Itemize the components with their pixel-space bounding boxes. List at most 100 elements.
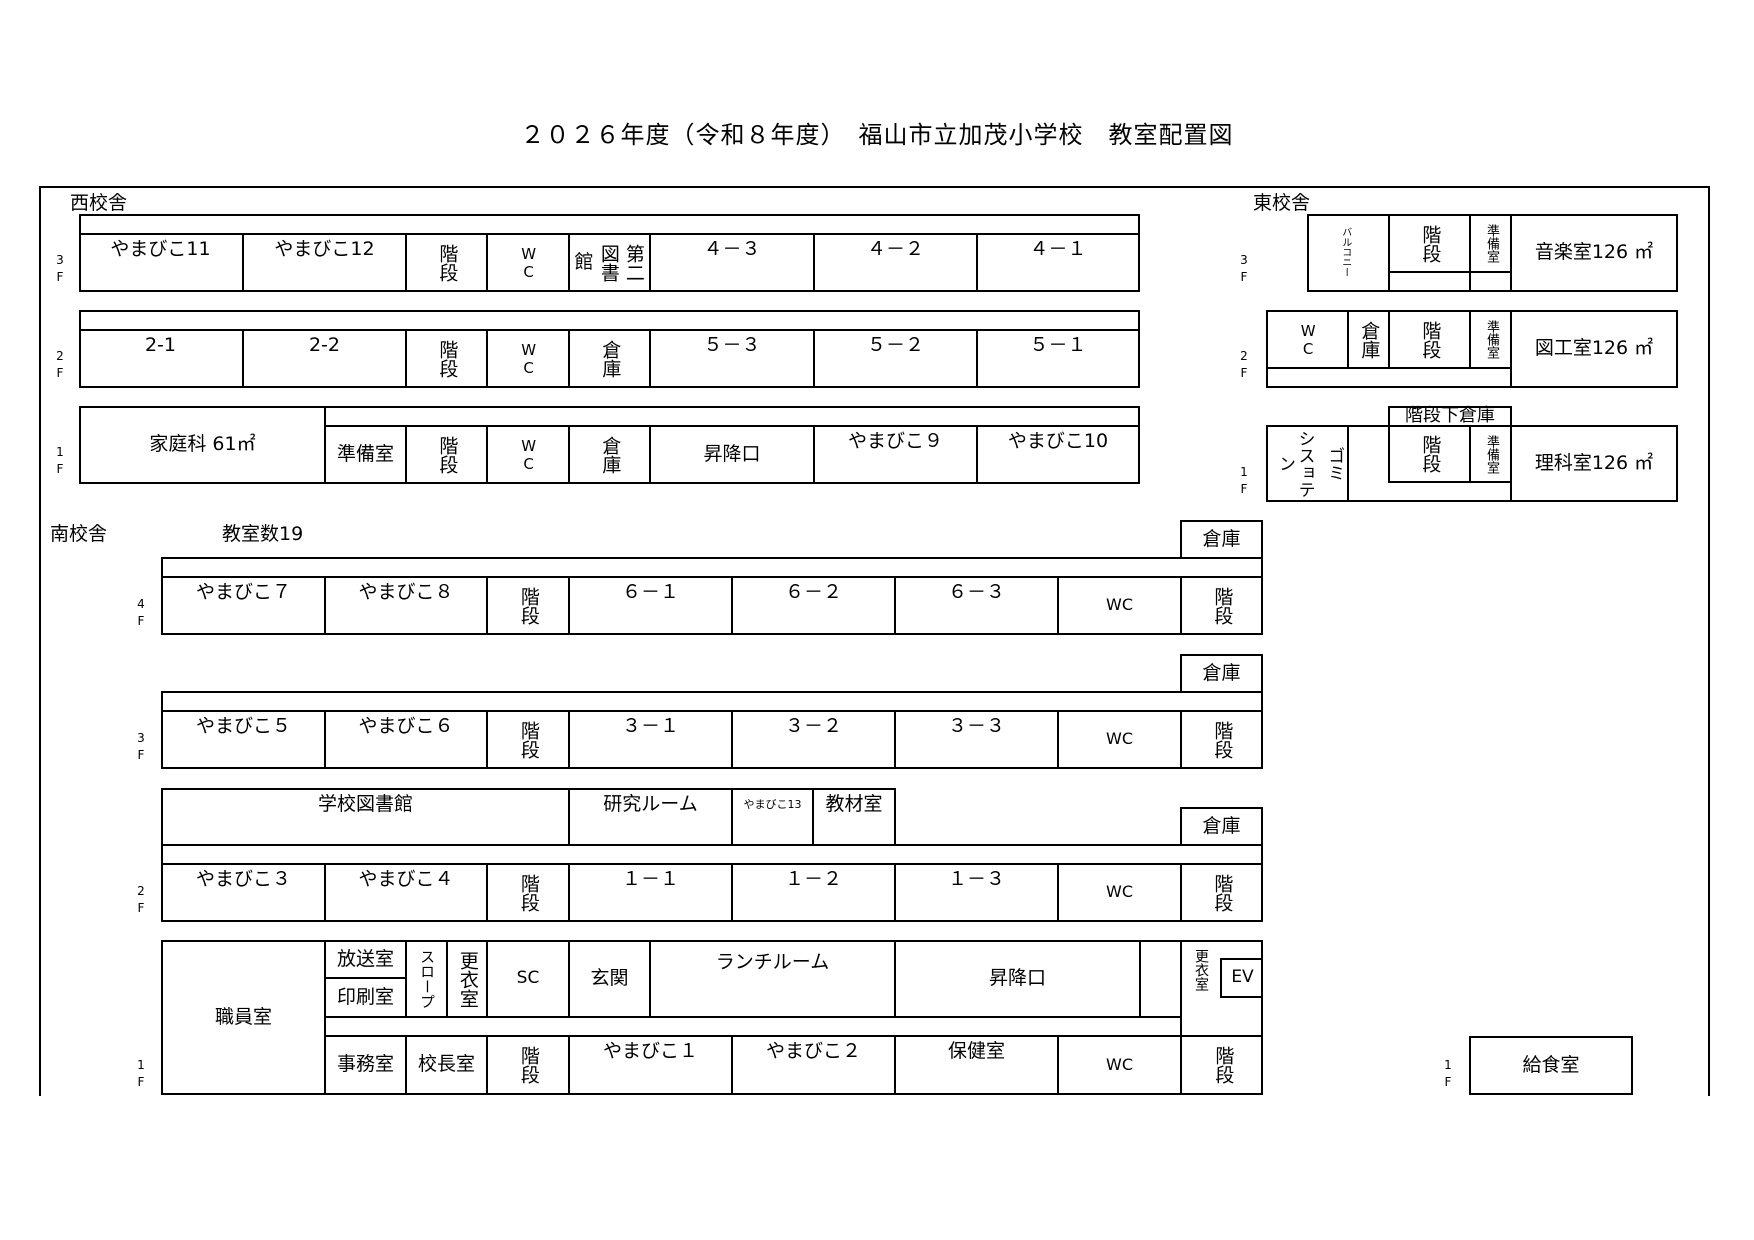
west-1f-block	[79, 406, 1140, 484]
research-room: 研究ルーム	[603, 793, 698, 815]
stairs: 階段	[1211, 720, 1234, 759]
stairs: 階段	[436, 435, 459, 474]
room-2-2: 2-2	[308, 334, 341, 356]
library-2-char: 館	[574, 250, 594, 273]
prep-room: 準備室	[1483, 320, 1499, 359]
storage: 倉庫	[599, 339, 622, 378]
south-2f-upper-block	[161, 788, 896, 846]
garbage-station: ゴミ	[1324, 446, 1345, 481]
south-2f-block	[161, 844, 1263, 922]
under-stairs-storage: 階段下倉庫	[1405, 405, 1495, 427]
storage: 倉庫	[599, 435, 622, 474]
prep-room: 準備室	[336, 442, 394, 465]
room-4-1: ４－１	[1029, 238, 1087, 260]
garbage-station: シスョテン	[1275, 429, 1315, 498]
stairs: 階段	[517, 873, 540, 912]
room-yamabiko-1: やまびこ１	[602, 1040, 698, 1062]
music-room: 音楽室126 ㎡	[1534, 241, 1654, 264]
science-room: 理科室126 ㎡	[1534, 451, 1654, 474]
stairs: 階段	[517, 1046, 540, 1084]
restroom-wc: WC	[1106, 1054, 1133, 1074]
room-1-1: １－１	[621, 868, 679, 890]
storage: 倉庫	[1202, 661, 1241, 684]
room-yamabiko-3: やまびこ３	[195, 868, 291, 890]
office: 事務室	[336, 1053, 394, 1076]
storage: 倉庫	[1202, 527, 1241, 550]
room-1-2: １－２	[784, 868, 842, 890]
art-room: 図工室126 ㎡	[1534, 337, 1654, 360]
west-building-label: 西校舎	[70, 192, 128, 214]
room-4-2: ４－２	[866, 238, 924, 260]
restroom-wc: WC	[1106, 882, 1133, 902]
restroom-wc: WC	[1299, 321, 1318, 358]
teaching-materials-room: 教材室	[825, 793, 883, 815]
storage: 倉庫	[1358, 320, 1381, 359]
print-room: 印刷室	[336, 985, 394, 1008]
stairs: 階段	[517, 586, 540, 625]
room-yamabiko-7: やまびこ７	[195, 581, 291, 603]
principal-office: 校長室	[417, 1053, 475, 1076]
page-title: ２０２６年度（令和８年度） 福山市立加茂小学校 教室配置図	[520, 121, 1234, 149]
south-4f-block	[161, 557, 1263, 635]
stairs: 階段	[517, 720, 540, 759]
changing-room: 更衣室	[1193, 949, 1210, 991]
room-yamabiko-4: やまびこ４	[358, 868, 454, 890]
broadcast-room: 放送室	[336, 947, 394, 970]
sc-room: SC	[516, 968, 540, 989]
restroom-wc: WC	[1106, 595, 1133, 615]
entrance-hall: 玄関	[590, 967, 629, 990]
room-yamabiko-8: やまびこ８	[358, 581, 454, 603]
restroom-wc: WC	[1106, 729, 1133, 749]
south-building-label: 南校舎	[50, 523, 108, 545]
stairs: 階段	[1419, 224, 1442, 263]
stairs: 階段	[436, 243, 459, 282]
stairs: 階段	[1211, 586, 1234, 625]
restroom-wc: WC	[519, 340, 538, 377]
south-3f-block	[161, 691, 1263, 769]
room-6-1: ６－１	[621, 581, 679, 603]
stairs: 階段	[1212, 1046, 1235, 1084]
room-yamabiko-5: やまびこ５	[195, 715, 291, 737]
storage: 倉庫	[1202, 814, 1241, 837]
room-yamabiko-9: やまびこ９	[847, 430, 943, 452]
restroom-wc: WC	[519, 244, 538, 281]
library-2-char: 図書	[597, 243, 620, 282]
lunch-room: ランチルーム	[715, 951, 830, 973]
room-5-1: ５－１	[1029, 334, 1087, 356]
room-yamabiko-2: やまびこ２	[765, 1040, 861, 1062]
kitchen-box	[1469, 1036, 1633, 1095]
classroom-count: 教室数19	[222, 523, 304, 545]
room-1-3: １－３	[947, 868, 1005, 890]
room-3-1: ３－１	[621, 715, 679, 737]
restroom-wc: WC	[519, 436, 538, 473]
room-5-3: ５－３	[703, 334, 761, 356]
room-3-3: ３－３	[947, 715, 1005, 737]
room-yamabiko-13: やまびこ13	[743, 798, 802, 811]
library-2-char: 第二	[622, 243, 645, 282]
home-economics-room: 家庭科 61㎡	[149, 433, 256, 456]
room-yamabiko-11: やまびこ11	[110, 238, 211, 260]
room-6-3: ６－３	[947, 581, 1005, 603]
east-2f-block	[1266, 310, 1678, 388]
entrance-shoe-area: 昇降口	[703, 442, 761, 465]
balcony: バルコニー	[1339, 227, 1351, 277]
room-yamabiko-6: やまびこ６	[358, 715, 454, 737]
room-3-2: ３－２	[784, 715, 842, 737]
stairs: 階段	[1211, 873, 1234, 912]
room-5-2: ５－２	[866, 334, 924, 356]
health-room: 保健室	[947, 1040, 1005, 1062]
storage-box	[1180, 520, 1263, 559]
east-3f-block	[1307, 214, 1678, 292]
prep-room: 準備室	[1483, 224, 1499, 263]
stairs: 階段	[1419, 320, 1442, 359]
stairs: 階段	[436, 339, 459, 378]
elevator: EV	[1231, 967, 1254, 988]
